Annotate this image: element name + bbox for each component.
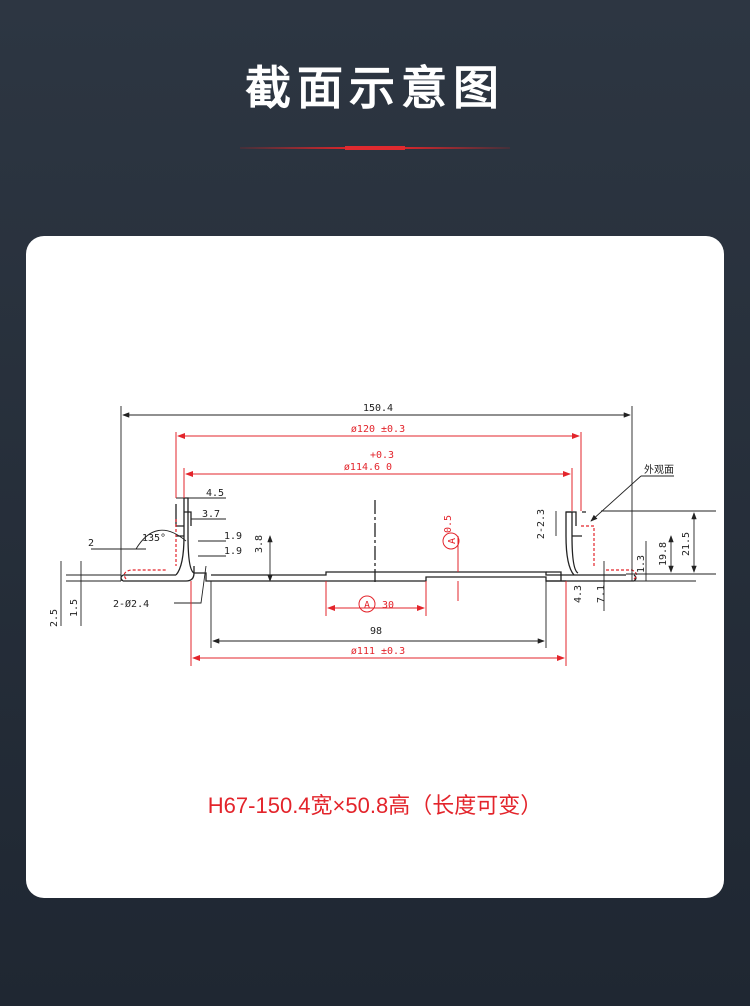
dim-inner-120: ø120 ±0.3 (351, 424, 405, 435)
datum-letter-bottom: A (364, 600, 370, 611)
dim-tol-plus: +0.3 (370, 450, 394, 461)
dim-datum-0-5: 0.5 (443, 515, 454, 533)
caption: H67-150.4宽×50.8高（长度可变） (207, 793, 543, 818)
drawing-card: A A 150.4 4.5 3.7 1.9 1.9 3.8 2 135° 2.5… (26, 236, 724, 898)
dim-4-3: 4.3 (573, 585, 584, 603)
dim-3-7: 3.7 (202, 509, 220, 520)
datum-letter-side: A (447, 538, 458, 544)
dim-2: 2 (88, 538, 94, 549)
page-title: 截面示意图 (245, 61, 505, 115)
dim-inner-114: ø114.6 0 (344, 462, 392, 473)
dim-angle-135: 135° (142, 533, 166, 544)
profile-red-edges (123, 519, 638, 580)
dim-1-3: 1.3 (636, 555, 647, 573)
dim-21-5: 21.5 (681, 532, 692, 556)
dim-bottom-111: ø111 ±0.3 (351, 646, 405, 657)
profile-outline (120, 497, 637, 582)
dim-2-5: 2.5 (49, 609, 60, 627)
label-outer-face: 外观面 (644, 464, 674, 476)
datum-circle-a-side (442, 532, 460, 550)
dim-19-8: 19.8 (658, 542, 669, 566)
dim-2-2-3: 2-2.3 (536, 509, 547, 539)
red-dimensions (175, 432, 582, 666)
dim-overall-width: 150.4 (363, 403, 393, 414)
dim-1-5: 1.5 (69, 599, 80, 617)
dim-hole: 2-Ø2.4 (113, 598, 149, 610)
cross-section-drawing: A A 150.4 4.5 3.7 1.9 1.9 3.8 2 135° 2.5… (49, 403, 716, 666)
dim-98: 98 (370, 626, 382, 637)
dim-1-9-b: 1.9 (224, 546, 242, 557)
dim-4-5: 4.5 (206, 488, 224, 499)
datum-circle-a-bottom (358, 595, 376, 613)
title-rule-accent (345, 146, 405, 150)
dim-7-1: 7.1 (596, 585, 607, 603)
dim-3-8: 3.8 (254, 535, 265, 553)
dim-datum-30: 30 (382, 600, 394, 611)
dim-1-9-a: 1.9 (224, 531, 242, 542)
black-dimensions (60, 406, 716, 648)
